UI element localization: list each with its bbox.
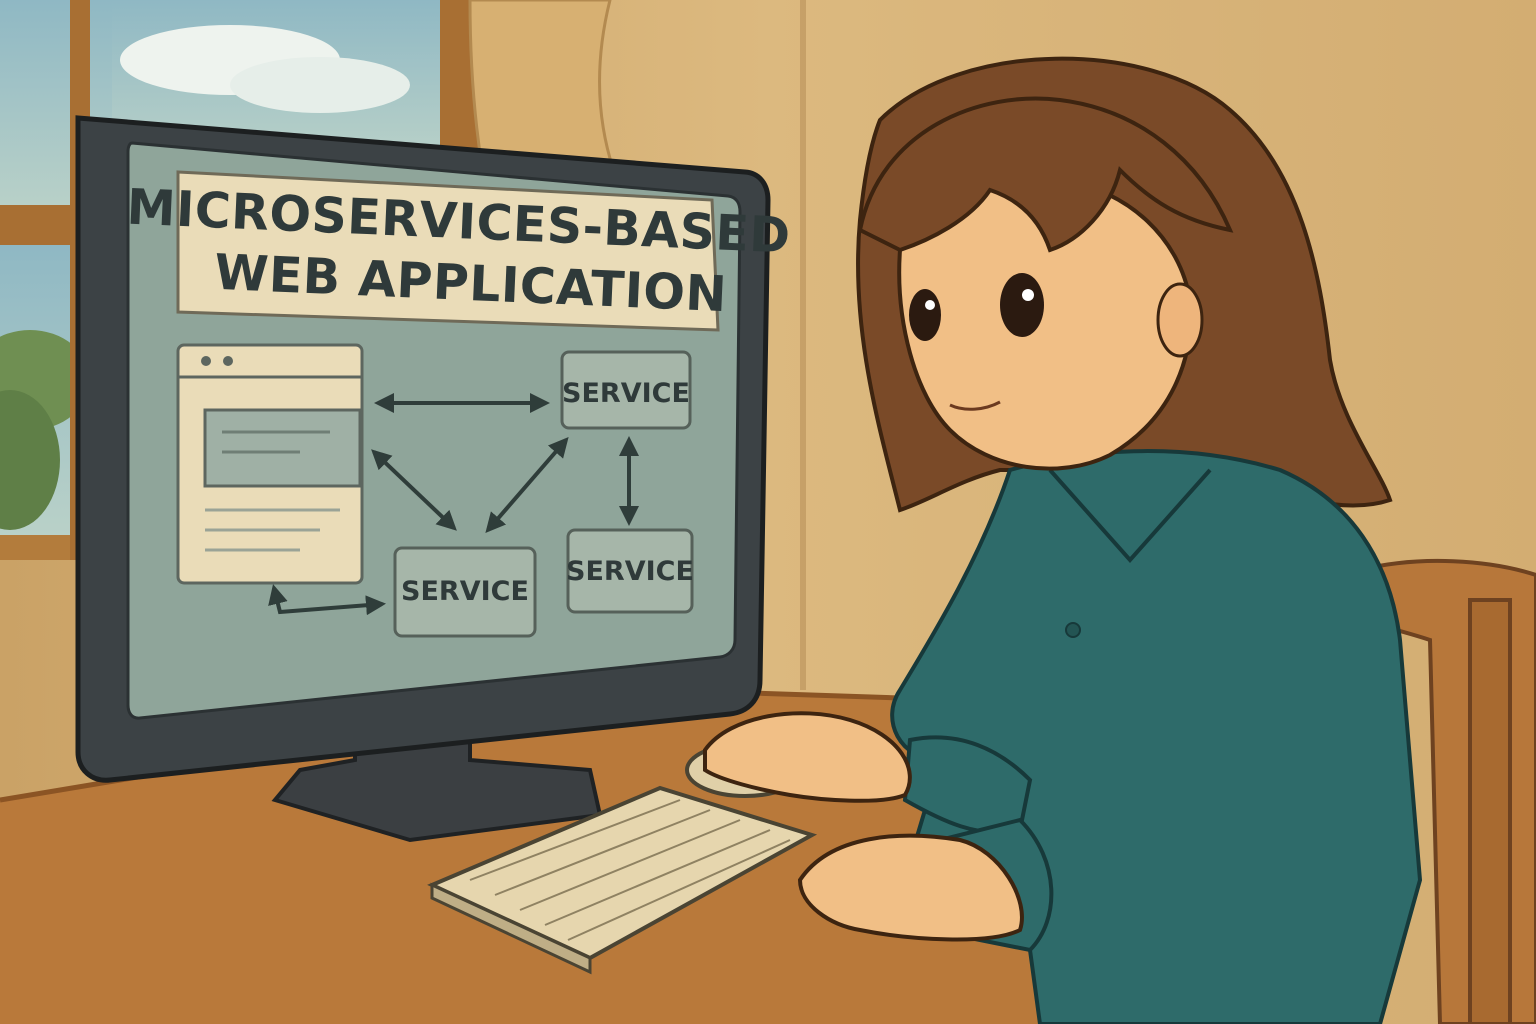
chair <box>1358 558 1536 1024</box>
hand-keyboard <box>797 833 1024 942</box>
arrow-bottom-left <box>268 584 386 616</box>
collar <box>1048 468 1212 564</box>
arrow-top-to-middle-service <box>485 436 569 534</box>
service-label-top: SERVICE <box>562 378 690 409</box>
browser-window-icon <box>176 343 364 585</box>
title-panel <box>176 170 720 332</box>
eye-right <box>1000 273 1044 337</box>
diagram-arrows <box>268 393 639 616</box>
ear <box>1156 282 1204 358</box>
arrow-browser-to-middle-service <box>371 449 457 531</box>
mouth <box>949 400 1001 411</box>
service-label-bottom-right: SERVICE <box>566 556 694 587</box>
bangs <box>857 96 1234 253</box>
wall-panel-edge <box>800 0 806 690</box>
service-box-bottom-middle: SERVICE <box>393 546 537 638</box>
service-label-bottom-middle: SERVICE <box>401 576 529 607</box>
shirt-button <box>1065 622 1081 638</box>
keyboard <box>427 785 818 975</box>
service-box-top: SERVICE <box>560 350 692 430</box>
girl <box>703 56 1423 1024</box>
service-box-bottom-right: SERVICE <box>566 528 694 614</box>
eye-left <box>909 289 941 341</box>
hand-mouse <box>703 711 912 803</box>
